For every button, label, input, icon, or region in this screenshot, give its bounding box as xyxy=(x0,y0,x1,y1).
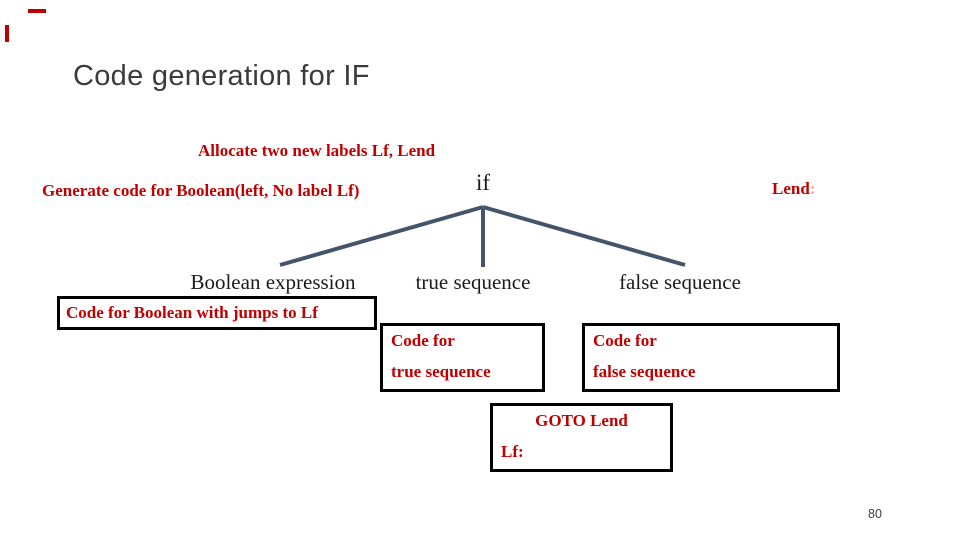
allocate-labels-note: Allocate two new labels Lf, Lend xyxy=(198,141,436,160)
lend-label-colon: : xyxy=(809,179,816,198)
tree-node-boolean-expression: Boolean expression xyxy=(190,270,356,294)
corner-mark-horizontal xyxy=(28,9,46,13)
code-for-boolean-box: Code for Boolean with jumps to Lf xyxy=(57,296,377,330)
lend-label: Lend: xyxy=(772,179,815,199)
goto-lend-box: GOTO Lend Lf: xyxy=(490,403,673,472)
code-for-boolean-box-label: Code for Boolean with jumps to Lf xyxy=(66,303,318,322)
tree-node-false-sequence: false sequence xyxy=(619,270,741,294)
tree-root-if-label: if xyxy=(475,170,491,195)
slide-title: Code generation for IF xyxy=(73,60,370,92)
false-box-line2: false sequence xyxy=(593,362,696,381)
tree-branch-right xyxy=(482,205,686,267)
generate-code-note: Generate code for Boolean(left, No label… xyxy=(42,181,360,200)
true-box-line1: Code for xyxy=(391,331,455,350)
code-for-false-sequence-box: Code for false sequence xyxy=(582,323,840,392)
false-box-line1: Code for xyxy=(593,331,657,350)
lend-label-text: Lend xyxy=(772,179,810,198)
goto-box-line1: GOTO Lend xyxy=(535,411,628,430)
goto-box-line2: Lf: xyxy=(501,442,524,461)
tree-branch-left xyxy=(279,205,484,267)
true-box-line2: true sequence xyxy=(391,362,491,381)
tree-node-true-sequence: true sequence xyxy=(415,270,531,294)
page-number: 80 xyxy=(868,507,882,521)
code-for-true-sequence-box: Code for true sequence xyxy=(380,323,545,392)
corner-mark-vertical xyxy=(5,25,9,42)
